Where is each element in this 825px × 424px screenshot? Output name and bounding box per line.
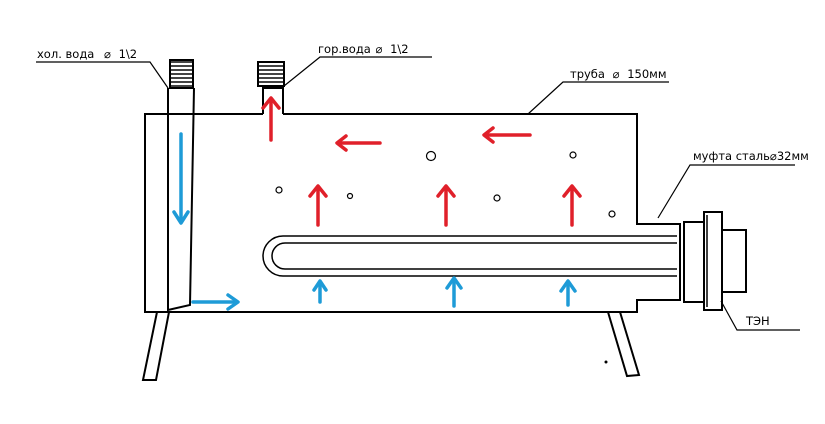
bubble bbox=[425, 150, 437, 162]
flow-arrow-icon bbox=[308, 184, 328, 227]
label-pipe: труба ⌀ 150мм bbox=[570, 67, 667, 81]
leader-lines bbox=[36, 56, 800, 331]
cold-flow-arrows bbox=[172, 132, 577, 311]
flow-arrow-icon bbox=[445, 276, 463, 308]
flow-arrow-icon bbox=[559, 279, 577, 307]
cold-water-thread bbox=[169, 59, 194, 89]
flow-arrow-icon bbox=[436, 184, 456, 227]
leg-left bbox=[141, 311, 171, 381]
heater-coupling bbox=[683, 211, 747, 311]
diameter-symbol-icon: ⌀ bbox=[104, 47, 111, 61]
hot-water-thread bbox=[257, 61, 285, 87]
heating-element bbox=[262, 235, 677, 277]
bubble bbox=[569, 151, 577, 159]
legs bbox=[141, 311, 641, 381]
leader-heater bbox=[720, 300, 800, 331]
cold-water-pipe bbox=[167, 87, 195, 312]
flow-arrow-icon bbox=[172, 132, 190, 225]
bubble bbox=[275, 186, 283, 194]
flow-arrow-icon bbox=[191, 293, 240, 311]
label-heater: ТЭН bbox=[745, 314, 770, 328]
flow-arrow-icon bbox=[261, 96, 281, 142]
diameter-symbol-icon: ⌀ bbox=[613, 67, 620, 81]
leader-cold-water bbox=[36, 61, 169, 89]
diameter-symbol-icon: ⌀ bbox=[376, 42, 383, 56]
leg-right bbox=[606, 311, 641, 378]
flow-arrow-icon bbox=[482, 126, 532, 144]
heater-tube-outer bbox=[262, 235, 677, 277]
label-cold-water: хол. вода ⌀ 1\2 bbox=[37, 47, 137, 61]
heater-tube-inner bbox=[271, 242, 677, 270]
tank-body bbox=[144, 113, 681, 313]
bubble bbox=[493, 194, 501, 202]
heater-head bbox=[721, 229, 747, 293]
flow-arrow-icon bbox=[562, 184, 582, 227]
hot-flow-arrows bbox=[261, 96, 582, 227]
bubble bbox=[346, 192, 354, 200]
diameter-symbol-icon: ⌀ bbox=[770, 149, 777, 163]
leg-mark bbox=[604, 360, 608, 364]
flow-arrow-icon bbox=[312, 279, 328, 304]
label-coupling: муфта сталь⌀32мм bbox=[693, 149, 809, 163]
leader-hot-water bbox=[283, 56, 432, 87]
bubble bbox=[608, 210, 616, 218]
leader-coupling bbox=[657, 164, 795, 219]
leader-pipe bbox=[527, 81, 669, 115]
flow-arrow-icon bbox=[335, 134, 382, 152]
label-hot-water: гор.вода ⌀ 1\2 bbox=[318, 42, 409, 56]
bubbles bbox=[275, 150, 616, 218]
coupling-inner bbox=[683, 221, 705, 303]
